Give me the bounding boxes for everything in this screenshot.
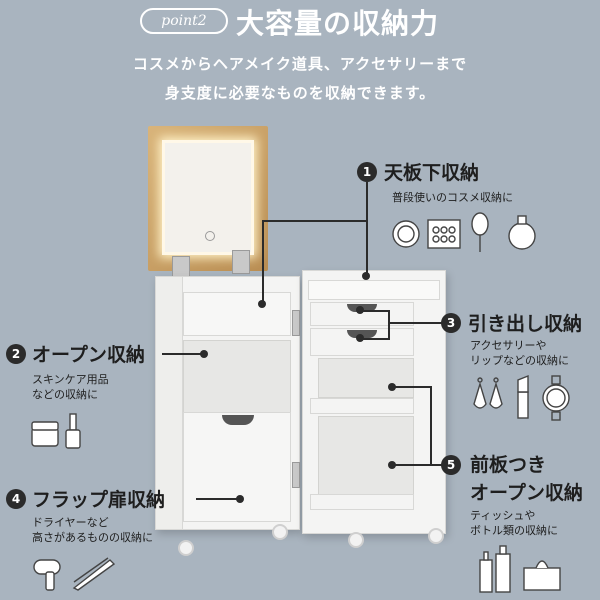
cream-jar-icon [31,421,59,447]
hair-dryer-icon [33,559,61,591]
feature-5-icons [479,545,561,593]
feature-5-pointer-a [388,383,396,391]
feature-3-desc-1: アクセサリーや [470,339,547,352]
feature-5-title-line2: オープン収納 [470,482,583,504]
left-side-panel [155,276,183,530]
subtitle-line-1: コスメからヘアメイク道具、アクセサリーまで [132,55,468,73]
feature-4-title: フラップ扉収納 [32,489,166,511]
feature-4-number: 4 [6,489,26,509]
wheel-1 [178,540,194,556]
feature-2-desc-1: スキンケア用品 [32,373,109,386]
feature-3-leader [388,322,442,324]
door-shelf-lower [318,416,414,496]
door-hinge-top [292,310,300,336]
door-shelf-upper [318,358,414,398]
touch-button-icon [205,231,215,241]
feature-2-pointer [200,350,208,358]
feature-5-desc-2: ボトル類の収納に [470,524,558,537]
feature-5-leader-v [430,386,432,466]
feature-1-number: 1 [357,162,377,182]
feature-5-leader-b [392,464,432,466]
feature-5-leader-a [392,386,432,388]
feature-5-desc-1: ティッシュや [470,509,536,522]
lipstick-icon [517,374,529,419]
flap-door [183,412,291,522]
feature-3-leader-v [388,310,390,340]
door-front-board-2 [310,494,414,510]
wheel-3 [348,532,364,548]
subtitle-line-2: 身支度に必要なものを収納できます。 [164,84,436,102]
feature-4-leader [196,498,240,500]
compact-icon [392,220,420,248]
feature-5-pointer-b [388,461,396,469]
feature-1-icons [392,212,536,252]
feature-3-leader-a [360,310,390,312]
feature-2-icons [31,413,81,449]
feature-4-desc-2: 高さがあるものの収納に [32,531,153,544]
feature-1-desc: 普段使いのコスメ収納に [392,191,513,204]
top-compartment [183,292,291,336]
point-badge: point2 [140,8,228,34]
feature-3-number: 3 [441,313,461,333]
feature-1-pointer [258,300,266,308]
feature-1-leader-h [262,220,366,222]
flap-handle [222,415,254,425]
watch-icon [542,375,570,421]
lid-hinge-right [232,250,250,274]
earrings-icon [473,377,503,409]
wheel-2 [272,524,288,540]
mirror-lid [148,126,268,271]
feature-2-desc-2: などの収納に [32,388,98,401]
feature-5-title-line1: 前板つき [470,454,547,476]
mirror [162,140,254,255]
feature-4-pointer [236,495,244,503]
feature-3-title: 引き出し収納 [468,313,583,335]
wheel-4 [428,528,444,544]
feature-1-leader [366,182,368,276]
door-top-tray [308,280,440,300]
feature-2-leader [162,353,202,355]
feature-3-icons [473,374,570,421]
hairbrush-icon [471,212,489,252]
door-hinge-bottom [292,462,300,488]
tissue-box-icon [523,560,561,591]
eyeshadow-palette-icon [427,219,461,249]
page-title: 大容量の収納力 [236,7,440,40]
hair-iron-icon [72,557,116,591]
door-front-board-1 [310,398,414,414]
bottles-icon [479,545,511,593]
feature-4-desc-1: ドライヤーなど [32,516,109,529]
perfume-icon [508,215,536,250]
feature-2-title: オープン収納 [32,344,145,366]
feature-2-number: 2 [6,344,26,364]
feature-3-leader-b [360,338,390,340]
feature-4-icons [33,557,116,591]
drawer-2 [310,328,414,356]
feature-5-leader-h [430,464,442,466]
feature-3-desc-2: リップなどの収納に [470,354,569,367]
feature-1-leader-v2 [262,220,264,304]
feature-5-number: 5 [441,455,461,475]
feature-1-title: 天板下収納 [384,162,480,184]
open-shelf-area [183,340,291,418]
feature-1-pointer-b [362,272,370,280]
nail-polish-icon [65,413,81,449]
